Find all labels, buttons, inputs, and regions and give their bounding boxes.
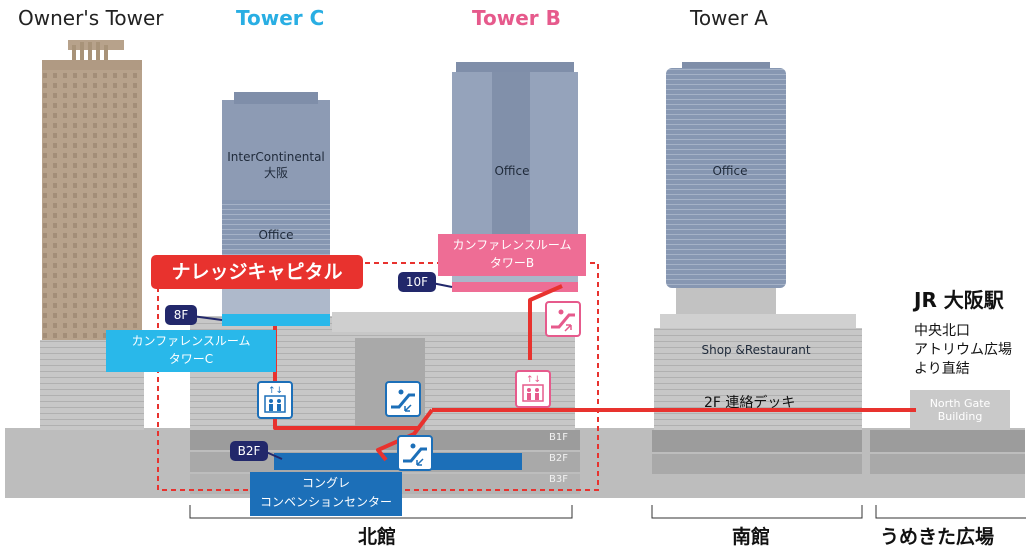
shop-restaurant-label: Shop &Restaurant <box>701 343 811 357</box>
floor-label-b1f: B1F <box>549 432 568 443</box>
route-to-b2f <box>376 408 434 462</box>
escalator-icon <box>545 301 581 337</box>
umekita-plaza-label: うめきた広場 <box>880 526 995 548</box>
tower-c-8f-floor <box>222 314 330 326</box>
south-basement-2 <box>652 454 862 474</box>
south-bracket <box>651 505 863 519</box>
jr-line2: アトリウム広場 <box>914 342 1012 358</box>
conf-c-line1: カンファレンスルーム <box>131 334 251 348</box>
umekita-bracket <box>875 505 1026 519</box>
hotel-name: InterContinental <box>227 150 325 164</box>
conf-b-line1: カンファレンスルーム <box>452 238 572 252</box>
tower-b-title: Tower B <box>472 6 561 30</box>
jr-osaka-title: JR 大阪駅 <box>914 288 1004 312</box>
conference-room-tower-c: カンファレンスルーム タワーC <box>106 330 276 372</box>
north-building-label: 北館 <box>358 526 397 548</box>
basement-strip-upper <box>190 430 580 450</box>
conference-room-tower-b: カンファレンスルーム タワーB <box>438 234 586 276</box>
jr-line1: 中央北口 <box>914 323 970 339</box>
svg-text:↑↓: ↑↓ <box>526 375 541 385</box>
tower-b-10f-floor <box>452 282 578 292</box>
owner-tower-title: Owner's Tower <box>18 6 164 30</box>
congre-line2: コンベンションセンター <box>259 495 392 509</box>
elevator-icon: ↑↓ <box>515 370 551 408</box>
tower-c-title: Tower C <box>236 6 325 30</box>
north-gate-line2: Building <box>937 410 983 423</box>
tower-c-building <box>222 92 330 316</box>
south-building-label: 南館 <box>732 526 771 548</box>
floor-tag-b2f: B2F <box>230 441 268 461</box>
north-gate-label: North Gate Building <box>910 397 1010 423</box>
route-tower-b <box>528 284 563 360</box>
svg-text:↑↓: ↑↓ <box>268 386 283 396</box>
tower-a-title: Tower A <box>690 6 768 30</box>
escalator-icon <box>385 381 421 417</box>
floor-tag-8f: 8F <box>165 305 197 325</box>
hotel-city: 大阪 <box>263 166 288 180</box>
conf-b-line2: タワーB <box>489 256 535 270</box>
north-gate-building <box>910 390 1010 430</box>
south-basement <box>652 430 862 452</box>
tower-c-hotel-label: InterContinental 大阪 <box>196 150 356 181</box>
congre-line1: コングレ <box>301 476 350 490</box>
escalator-icon <box>397 435 433 471</box>
tower-b-office-label: Office <box>494 164 530 178</box>
floor-label-b3f: B3F <box>549 474 568 485</box>
tower-c-office-label: Office <box>258 228 294 242</box>
knowledge-capital-label: ナレッジキャピタル <box>151 255 363 289</box>
tower-a-building <box>666 62 786 316</box>
jr-osaka-directions: 中央北口 アトリウム広場 より直結 <box>914 322 1012 379</box>
conf-c-line2: タワーC <box>168 352 214 366</box>
elevator-icon: ↑↓ <box>257 381 293 419</box>
floor-label-b2f: B2F <box>549 453 568 464</box>
congre-convention-center: コングレ コンベンションセンター <box>250 472 402 516</box>
north-bracket <box>189 505 573 519</box>
south-podium <box>654 314 862 430</box>
north-gate-line1: North Gate <box>929 397 991 410</box>
deck-label: 2F 連絡デッキ <box>704 395 796 411</box>
jr-line3: より直結 <box>914 361 970 377</box>
east-basement <box>870 430 1025 452</box>
floor-tag-10f: 10F <box>398 272 436 292</box>
tower-a-office-label: Office <box>712 164 748 178</box>
east-basement-2 <box>870 454 1025 474</box>
